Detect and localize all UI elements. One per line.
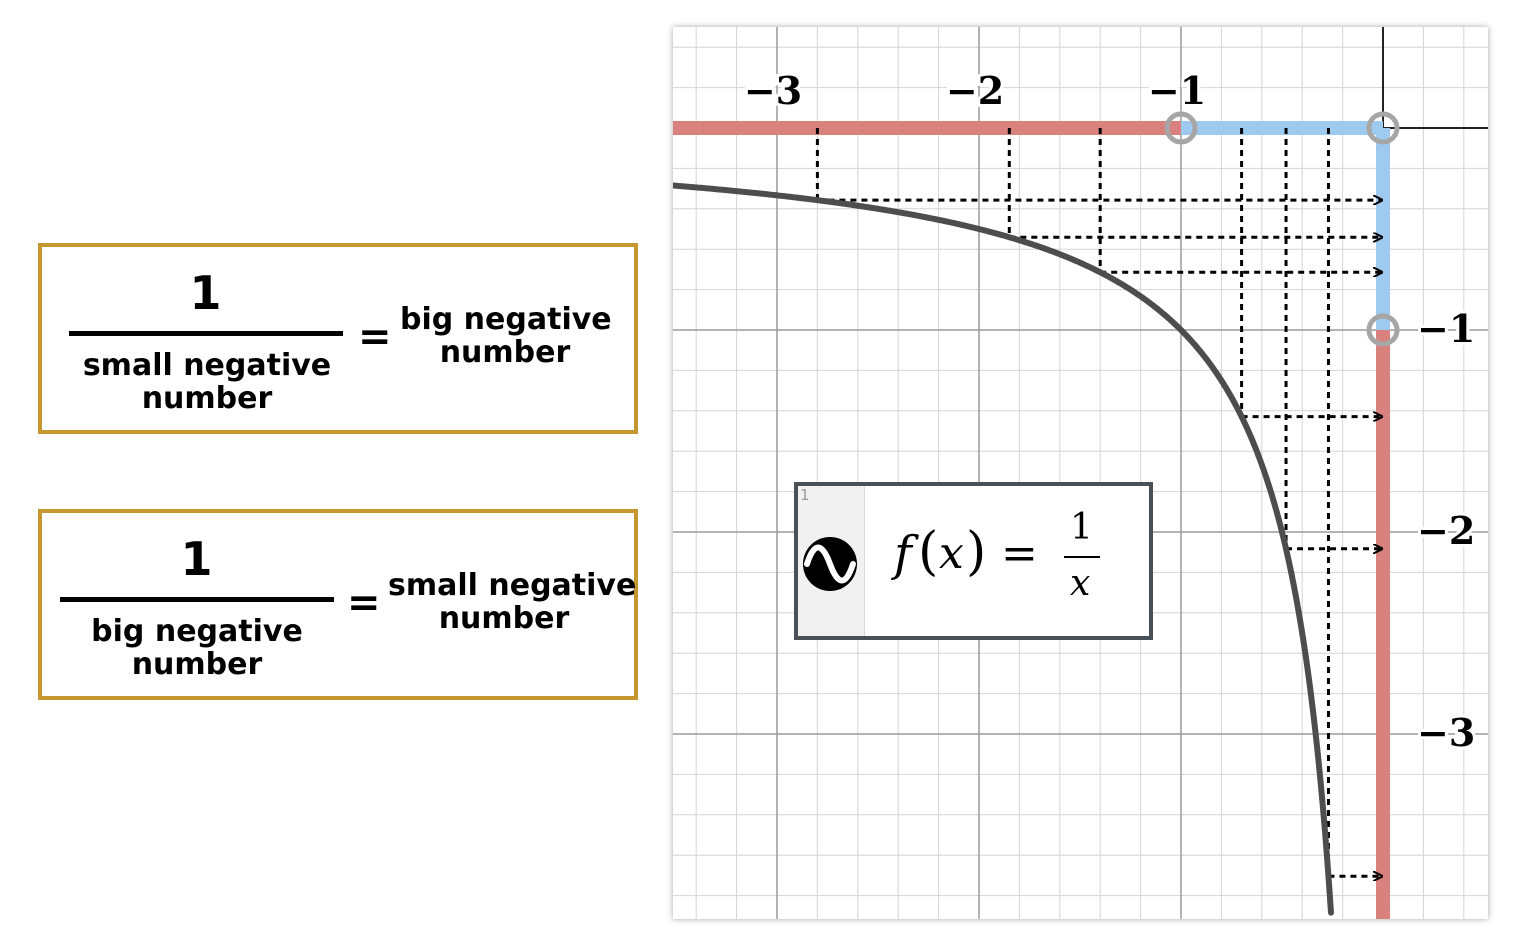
expression-gutter: 1 [798, 486, 865, 636]
graph-canvas[interactable]: −3 −2 −1 −1 −2 −3 [673, 27, 1488, 919]
expression-denominator: x [1070, 563, 1091, 604]
numerator: 1 [189, 266, 222, 320]
y-tick-label: −2 [1417, 508, 1475, 553]
input-output-ranges [673, 121, 1390, 919]
desmos-wave-icon[interactable] [802, 536, 858, 592]
open-point-1 [1366, 111, 1400, 145]
equals-sign: = [358, 314, 392, 360]
open-points [1164, 111, 1400, 347]
rule-box-small-denominator: 1 small negative number = big negative n… [38, 243, 638, 434]
rule-box-big-denominator: 1 big negative number = small negative n… [38, 509, 638, 700]
open-point-2 [1366, 313, 1400, 347]
denominator-line-2: number [141, 381, 273, 416]
expression-fraction-bar [1064, 556, 1100, 558]
minor-grid [673, 27, 1488, 919]
open-paren: ( [918, 522, 939, 582]
result-line-1: big negative [400, 302, 612, 337]
reciprocal-curve [673, 182, 1334, 916]
y-tick-label: −1 [1417, 306, 1475, 351]
numerator: 1 [180, 532, 213, 586]
expression-numerator: 1 [1070, 507, 1093, 548]
x-tick-label: −2 [946, 68, 1004, 113]
function-name: f [894, 526, 912, 582]
expression-equals: = [1001, 528, 1038, 579]
fraction-bar [60, 597, 334, 602]
major-grid [673, 27, 1488, 919]
denominator-line-1: big negative [91, 614, 303, 649]
close-paren: ) [966, 522, 987, 582]
curve-layer [673, 182, 1334, 916]
result-line-1: small negative [388, 568, 637, 603]
axes [673, 27, 1488, 919]
graph-panel[interactable]: −3 −2 −1 −1 −2 −3 [673, 27, 1488, 919]
x-tick-label: −1 [1148, 68, 1206, 113]
tick-labels: −3 −2 −1 −1 −2 −3 [741, 65, 1478, 758]
result-line-2: number [439, 335, 571, 370]
equals-sign: = [347, 580, 381, 626]
denominator-line-1: small negative [82, 348, 332, 383]
expression-card[interactable]: 1 f ( x ) = 1 x [794, 482, 1153, 640]
function-variable: x [939, 528, 964, 579]
open-point-0 [1164, 111, 1198, 145]
dashed-mapping-lines [815, 128, 1382, 876]
result-line-2: number [438, 601, 570, 636]
denominator-line-2: number [131, 647, 263, 682]
fraction-bar [69, 331, 343, 336]
y-tick-label: −3 [1417, 710, 1475, 755]
x-tick-label: −3 [744, 68, 802, 113]
expression-index: 1 [800, 486, 810, 504]
